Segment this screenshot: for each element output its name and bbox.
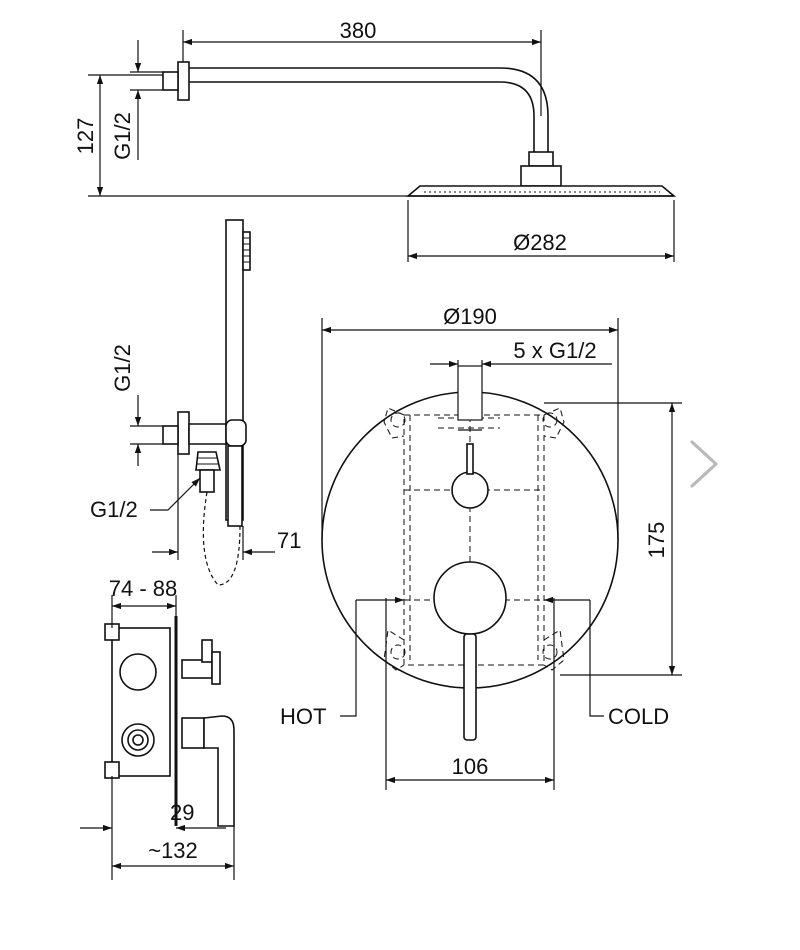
dimension-lines-top xyxy=(88,30,675,262)
dimension-lines-side xyxy=(80,595,235,880)
label-cold: COLD xyxy=(608,704,669,729)
dim-outlets: 5 x G1/2 xyxy=(513,338,596,363)
dim-arm-thread: G1/2 xyxy=(110,112,135,160)
dim-hand-depth: 71 xyxy=(277,528,301,553)
dimension-lines-hand xyxy=(130,395,275,560)
mixer-front-view xyxy=(321,365,619,741)
hand-shower xyxy=(162,219,251,586)
label-hot: HOT xyxy=(280,704,326,729)
dim-arm-length: 380 xyxy=(340,18,377,43)
overhead-shower xyxy=(162,61,677,197)
dim-hand-thread-bottom: G1/2 xyxy=(90,497,138,522)
dim-lever-span: 106 xyxy=(452,754,489,779)
mixer-side-view xyxy=(104,616,235,827)
dim-hand-thread-top: G1/2 xyxy=(110,344,135,392)
dim-plate-diameter: Ø190 xyxy=(443,304,497,329)
dim-wall-height: 127 xyxy=(73,118,98,155)
next-image-button[interactable] xyxy=(682,436,726,492)
dim-plate-depth: 29 xyxy=(170,800,194,825)
dim-head-diameter: Ø282 xyxy=(513,230,567,255)
dimension-lines-front xyxy=(321,318,682,790)
dim-box-depth: 74 - 88 xyxy=(109,576,178,601)
dim-plate-height: 175 xyxy=(644,522,669,559)
chevron-right-icon xyxy=(688,438,720,490)
dim-total-depth: ~132 xyxy=(148,838,198,863)
